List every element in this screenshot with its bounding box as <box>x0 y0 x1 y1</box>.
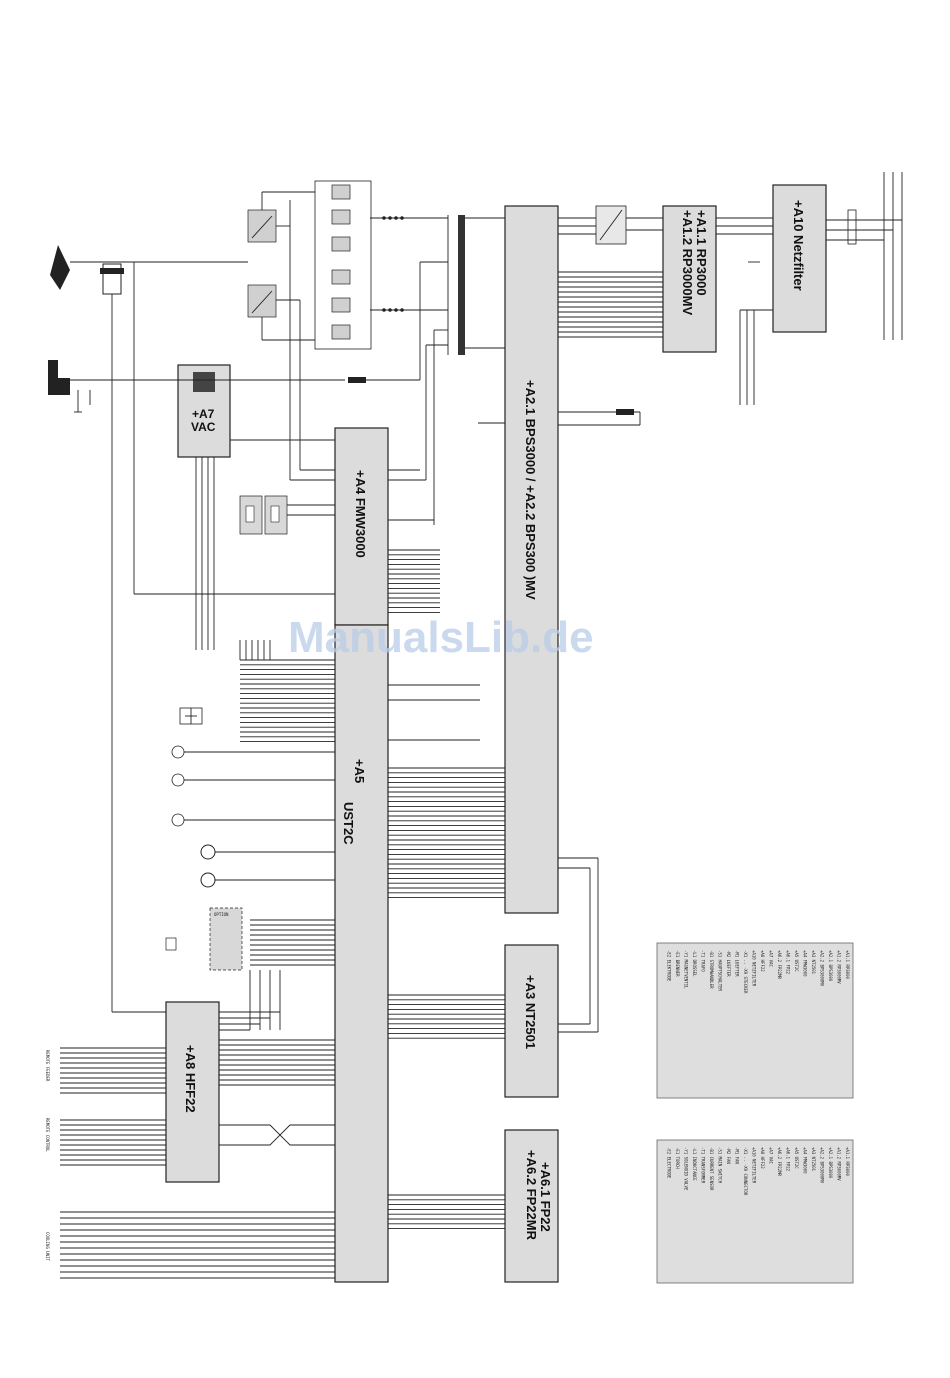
module-a8-hff22: +A8 HFF22 <box>165 1001 220 1183</box>
sensors-a4 <box>239 469 434 535</box>
legend-line: +A1.1 RP3000 <box>845 1147 850 1176</box>
module-a2-label: +A2.1 BPS3000 / +A2.2 BPS300 )MV <box>523 380 538 600</box>
legend-line: -B1 CURRENT SENSOR <box>709 1147 714 1191</box>
legend-line: -T1 TRANSFORMER <box>701 1147 706 1184</box>
module-a6-label-2: +A6.2 FP22MR <box>524 1150 539 1241</box>
legend-line: +A8 HFF22 <box>760 950 765 972</box>
legend-english-lines: +A1.1 RP3000+A1.2 RP3000MV+A2.1 BPS3000+… <box>667 1147 851 1196</box>
legend-line: +A3 NT2501 <box>811 1147 816 1172</box>
module-a5-label-2: UST2C <box>341 802 356 845</box>
relay-block <box>247 180 404 480</box>
legend-line: +A3 NT2501 <box>811 950 816 975</box>
cross-lines <box>219 1124 335 1146</box>
legend-line: +A2.2 BPS3000MV <box>820 950 825 987</box>
legend-line: +A2.2 BPS3000MV <box>820 1147 825 1184</box>
legend-line: -T1 TRAFO <box>701 950 706 972</box>
module-a5-ust2c: +A5 UST2C <box>334 624 389 1283</box>
legend-line: +A2.1 BPS3000 <box>828 1147 833 1179</box>
legend-box-english: +A1.1 RP3000+A1.2 RP3000MV+A2.1 BPS3000+… <box>656 1139 854 1284</box>
module-a1-label-1: +A1.1 RP3000 <box>694 210 709 296</box>
legend-line: -X1 .. -X9 STECKER <box>743 950 748 994</box>
legend-line: +A8 HFF22 <box>760 1147 765 1169</box>
module-a10-netzfilter: +A10 Netzfilter <box>772 184 827 333</box>
legend-line: +A6.2 FP22MR <box>777 1147 782 1176</box>
module-a6-fp22: +A6.1 FP22 +A6.2 FP22MR <box>504 1129 559 1283</box>
legend-line: +A7 VAC <box>769 950 774 967</box>
legend-line: -E1 BRENNER <box>675 950 680 977</box>
module-a3-nt2501: +A3 NT2501 <box>504 944 559 1098</box>
watermark: ManualsLib.de <box>288 613 594 662</box>
module-a2-bps3000: +A2.1 BPS3000 / +A2.2 BPS300 )MV <box>504 205 559 914</box>
legend-line: -M2 LUEFTER <box>726 950 731 977</box>
module-a1-rp3000: +A1.1 RP3000 +A1.2 RP3000MV <box>662 205 717 353</box>
legend-line: +A1.2 RP3000MV <box>837 1147 842 1181</box>
legend-line: +A5 UST2C <box>794 1147 799 1169</box>
module-a6-label-1: +A6.1 FP22 <box>538 1162 553 1232</box>
legend-line: +A10 NETZFILTER <box>752 950 757 987</box>
left-side-labels: REMOTE FEEDER REMOTE CONTROL COOLING UNI… <box>45 1050 50 1261</box>
module-a8-label: +A8 HFF22 <box>183 1045 198 1113</box>
fans-sensors: OPTION <box>165 707 243 971</box>
bps-aux <box>478 409 641 426</box>
module-a7-label-1: +A7 <box>192 407 215 421</box>
legend-german-lines: +A1.1 RP3000+A1.2 RP3000MV+A2.1 BPS3000+… <box>667 950 851 994</box>
legend-line: +A10 NETZFILTER <box>752 1147 757 1184</box>
legend-line: +A6.1 FP22 <box>786 1147 791 1172</box>
legend-line: +A1.2 RP3000MV <box>837 950 842 984</box>
legend-line: +A4 FMW3000 <box>803 950 808 977</box>
module-a5-label-1: +A5 <box>352 759 367 783</box>
remote-feeder-label: REMOTE FEEDER <box>45 1050 50 1082</box>
mains-input <box>558 172 903 405</box>
option-label: OPTION <box>214 912 229 917</box>
transformer-t1 <box>370 215 505 525</box>
legend-line: +A4 FMW3000 <box>803 1147 808 1174</box>
legend-line: -M1 LUEFTER <box>735 950 740 977</box>
legend-line: -S1 MAIN SWITCH <box>718 1147 723 1184</box>
legend-line: -E2 ELEKTRODE <box>667 950 672 982</box>
module-a4-fmw3000: +A4 FMW3000 <box>334 427 389 626</box>
legend-line: +A6.2 FP22MR <box>777 950 782 979</box>
module-a7-vac: +A7 VAC <box>177 364 231 458</box>
legend-line: +A5 UST2C <box>794 950 799 972</box>
legend-line: +A2.1 BPS3000 <box>828 950 833 982</box>
legend-line: -Y1 MAGNETVENTIL <box>684 950 689 989</box>
bus-lines <box>60 549 599 1279</box>
module-a4-label: +A4 FMW3000 <box>353 470 368 558</box>
legend-line: -Y1 SOLENOID VALVE <box>684 1147 689 1191</box>
torch-electrode <box>48 245 420 1013</box>
legend-line: -E2 ELECTRODE <box>667 1147 672 1179</box>
legend-box-german: +A1.1 RP3000+A1.2 RP3000MV+A2.1 BPS3000+… <box>656 942 854 1099</box>
cooling-unit-label: COOLING UNIT <box>45 1232 50 1261</box>
module-a3-label: +A3 NT2501 <box>523 975 538 1049</box>
remote-control-label: REMOTE CONTROL <box>45 1118 50 1152</box>
legend-line: -L1 DROSSEL <box>692 950 697 977</box>
module-a7-label-2: VAC <box>191 420 216 434</box>
vac-wires <box>195 439 335 650</box>
legend-line: +A7 VAC <box>769 1147 774 1164</box>
legend-line: -B1 STROMWANDLER <box>709 950 714 989</box>
module-a10-label: +A10 Netzfilter <box>791 200 806 291</box>
module-a1-label-2: +A1.2 RP3000MV <box>680 210 695 315</box>
legend-line: -S1 HAUPTSCHALTER <box>718 950 723 992</box>
legend-line: -M1 FAN <box>735 1147 740 1164</box>
legend-line: +A1.1 RP3000 <box>845 950 850 979</box>
legend-line: -L1 INDUCTANCE <box>692 1147 697 1181</box>
legend-line: +A6.1 FP22 <box>786 950 791 975</box>
legend-line: -M2 FAN <box>726 1147 731 1164</box>
rp-bps-bus <box>558 271 663 338</box>
legend-line: -X1 .. -X9 CONNECTOR <box>743 1147 748 1196</box>
legend-line: -E1 TORCH <box>675 1147 680 1169</box>
